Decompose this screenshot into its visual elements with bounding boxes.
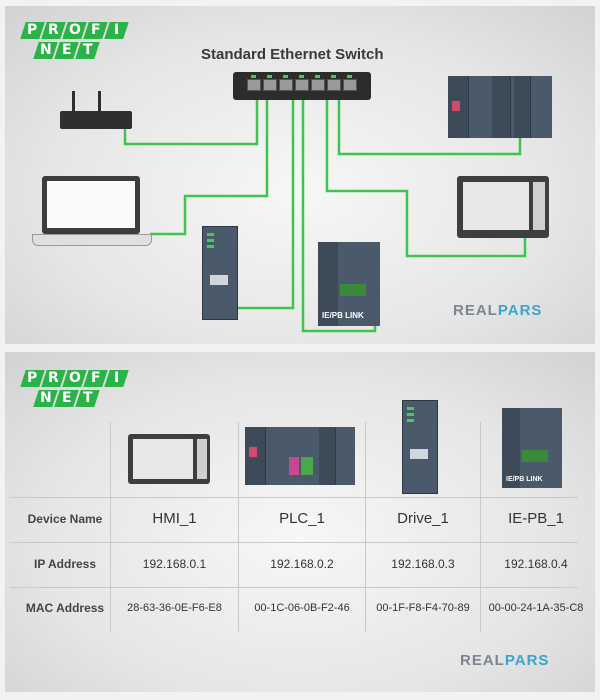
ip-address-cell: 192.168.0.2 [270, 557, 334, 571]
ip-address-cell: 192.168.0.1 [142, 557, 207, 571]
plc-icon [245, 427, 355, 485]
wire-router [123, 98, 259, 146]
ie-pb-link-icon: IE/PB LINK [502, 408, 562, 488]
hmi-icon [128, 434, 210, 484]
router-icon [60, 91, 132, 129]
device-name-cell: PLC_1 [279, 510, 325, 527]
wire-plc [337, 98, 522, 156]
wire-hmi [325, 98, 527, 258]
hmi-icon [457, 176, 549, 238]
ip-address-cell: 192.168.0.4 [504, 557, 568, 571]
switch-port [263, 75, 277, 91]
switch-port [279, 75, 293, 91]
ip-address-cell: 192.168.0.3 [391, 557, 455, 571]
ie-pb-link-label: IE/PB LINK [506, 476, 543, 483]
mac-address-cell: 00-1C-06-0B-F2-46 [254, 602, 350, 614]
device-table-panel: P R O F I N E T [5, 352, 595, 692]
drive-icon [402, 400, 438, 494]
drive-icon [202, 226, 238, 320]
laptop-base [32, 234, 152, 246]
switch-port [247, 75, 261, 91]
ie-pb-link-icon: IE/PB LINK [318, 242, 380, 326]
device-table: IE/PB LINK Device Name IP Address MAC Ad… [5, 352, 595, 692]
ethernet-wires [123, 98, 527, 333]
ethernet-switch [233, 72, 371, 100]
device-name-cell: HMI_1 [152, 510, 197, 527]
mac-address-cell: 28-63-36-0E-F6-E8 [127, 602, 222, 614]
switch-port [311, 75, 325, 91]
plc-icon [448, 76, 552, 138]
mac-address-cell: 00-1F-F8-F4-70-89 [376, 602, 470, 614]
wire-laptop [150, 98, 269, 236]
row-label-mac-address: MAC Address [25, 601, 105, 615]
switch-port [343, 75, 357, 91]
wire-drive [219, 98, 295, 310]
device-name-cell: IE-PB_1 [508, 510, 564, 527]
device-name-cell: Drive_1 [397, 510, 449, 527]
switch-port [327, 75, 341, 91]
switch-title: Standard Ethernet Switch [201, 46, 384, 63]
row-label-device-name: Device Name [27, 512, 103, 526]
realpars-logo: REALPARS [453, 302, 543, 319]
laptop-icon [42, 176, 140, 234]
mac-address-cell: 00-00-24-1A-35-C8 [488, 602, 584, 614]
realpars-logo: REALPARS [460, 652, 550, 669]
row-label-ip-address: IP Address [33, 557, 97, 571]
switch-port [295, 75, 309, 91]
ie-pb-link-label: IE/PB LINK [322, 311, 364, 320]
network-diagram-panel: P R O F I N E T Standard Ethernet Switch [5, 6, 595, 344]
